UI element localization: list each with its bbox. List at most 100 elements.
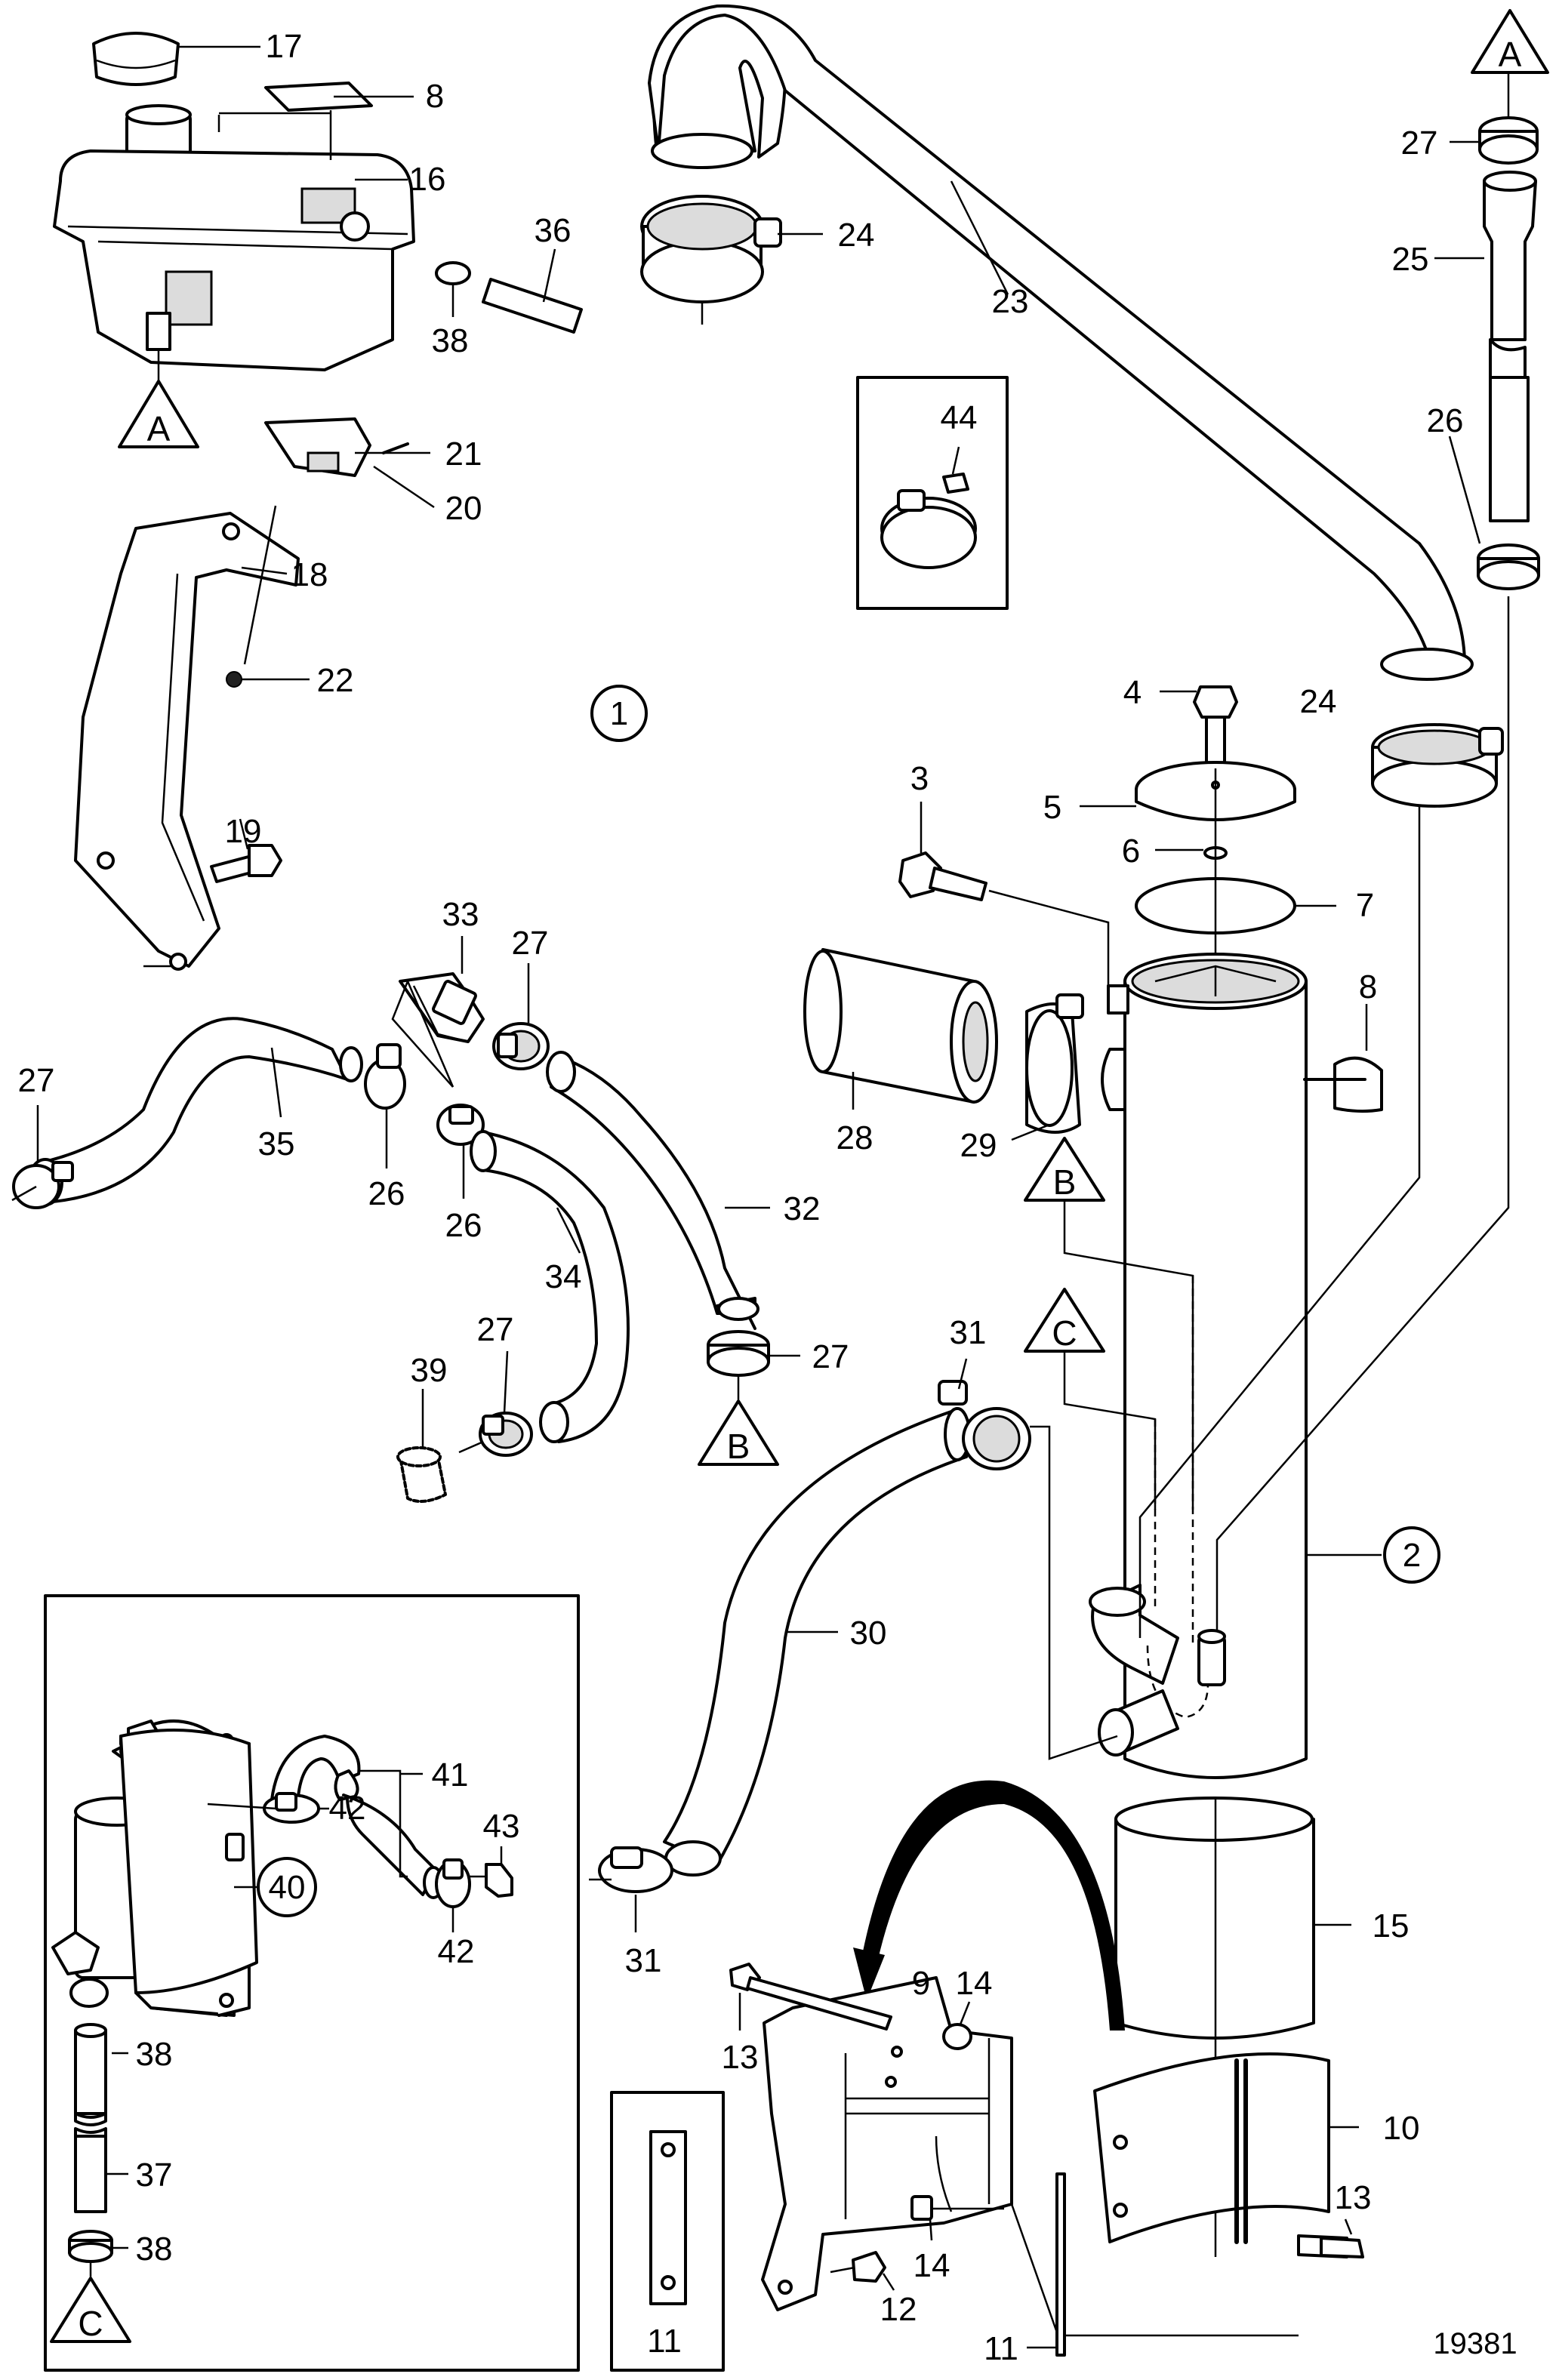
label-14-lower: 14 xyxy=(914,2247,950,2284)
assembly-arrow xyxy=(853,1780,1125,2031)
clamp-kit-box xyxy=(856,376,1009,610)
vent-hose xyxy=(1434,72,1540,590)
label-21: 21 xyxy=(445,436,482,473)
label-26-center: 26 xyxy=(445,1207,482,1244)
guide-line-1 xyxy=(1138,845,1421,1638)
label-5: 5 xyxy=(1043,789,1061,826)
label-34: 34 xyxy=(545,1258,582,1295)
label-30: 30 xyxy=(850,1615,887,1652)
connector-b-label: B xyxy=(727,1427,750,1466)
label-23: 23 xyxy=(992,283,1029,320)
pipe-body xyxy=(1123,980,1308,1779)
connector-a-top-right: A xyxy=(1471,9,1549,74)
label-38-tank: 38 xyxy=(432,322,469,359)
connector-c-pipe xyxy=(1063,1350,1157,1608)
label-27-center: 27 xyxy=(512,925,549,962)
tank-outlet xyxy=(146,312,171,351)
hose-34-body xyxy=(482,1131,630,1443)
label-12: 12 xyxy=(880,2291,917,2328)
upper-hose xyxy=(648,4,1474,681)
fitting-33 xyxy=(391,936,485,1088)
label-11: 11 xyxy=(984,2330,1018,2367)
mounting-bracket xyxy=(74,417,435,971)
upper-hose-clamp xyxy=(640,195,823,325)
label-3: 3 xyxy=(910,760,929,797)
label-44: 44 xyxy=(941,399,978,436)
plug-39 xyxy=(396,1389,447,1503)
label-16: 16 xyxy=(409,161,446,198)
clamp-27-lower xyxy=(458,1350,533,1457)
guide-line-2 xyxy=(1215,596,1510,1630)
main-pipe xyxy=(803,685,1383,1779)
mounting-strap xyxy=(1093,2052,1364,2258)
vent-hose-upper xyxy=(1483,180,1537,341)
connector-b-hose: B xyxy=(698,1399,779,1466)
label-42-upper: 42 xyxy=(329,1790,366,1827)
clamp-26-center xyxy=(436,1104,485,1199)
label-28: 28 xyxy=(836,1119,873,1156)
label-36: 36 xyxy=(535,212,572,249)
label-22: 22 xyxy=(317,662,354,699)
hose-35 xyxy=(11,1017,363,1209)
hose-30 xyxy=(589,1358,1118,1932)
label-39: 39 xyxy=(411,1352,448,1389)
clamp-27-right xyxy=(707,1330,800,1399)
nut-14-upper xyxy=(942,2023,972,2050)
label-40-circle xyxy=(257,1857,317,1917)
expansion-tank xyxy=(53,32,583,381)
pump-connector xyxy=(51,1931,100,1975)
label-9: 9 xyxy=(912,1965,930,2002)
connector-b-pipe xyxy=(1063,1199,1194,1646)
tank-hose-clamp xyxy=(435,261,471,285)
label-42-lower: 42 xyxy=(438,1933,475,1970)
hose-30-body xyxy=(663,1410,968,1866)
vent-hose-lower xyxy=(1489,376,1530,522)
label-7: 7 xyxy=(1356,887,1374,924)
label-27-left: 27 xyxy=(18,1062,55,1099)
label-13-left: 13 xyxy=(722,2039,759,2076)
hose-35-body xyxy=(40,1017,349,1203)
label-14-upper: 14 xyxy=(956,1965,993,2002)
bracket-9-body xyxy=(761,1976,1013,2311)
pump-hose-41-bottom xyxy=(342,1793,438,1896)
bracket-plate xyxy=(264,417,371,477)
label-26-right: 26 xyxy=(1427,402,1464,439)
tank-hose xyxy=(482,278,583,334)
label-43: 43 xyxy=(483,1808,520,1845)
connector-c-label: C xyxy=(78,2304,103,2343)
gasket-box xyxy=(610,2091,725,2372)
label-11-box: 11 xyxy=(647,2323,682,2360)
label-27-lower: 27 xyxy=(477,1311,514,1348)
label-31-bottom: 31 xyxy=(625,1942,662,1979)
pump-hose-upper xyxy=(74,2029,107,2115)
label-10: 10 xyxy=(1383,2110,1420,2147)
filler-cap xyxy=(92,32,180,86)
clamp-26-left xyxy=(364,1043,406,1168)
label-38-pump-upper: 38 xyxy=(136,2036,173,2073)
hose-34 xyxy=(470,1130,630,1443)
label-29: 29 xyxy=(960,1127,997,1164)
screw-12 xyxy=(852,2251,886,2283)
pipe-sticker xyxy=(1333,1056,1383,1113)
connector-b-label: B xyxy=(1053,1162,1077,1202)
connector-b-pipe-tri: B xyxy=(1024,1137,1105,1202)
hose-32 xyxy=(546,1051,770,1330)
pipe-sleeve xyxy=(1114,1797,1351,2257)
label-31-top: 31 xyxy=(950,1314,987,1351)
clamp-27-center xyxy=(492,963,550,1070)
label-33: 33 xyxy=(442,896,479,933)
label-19: 19 xyxy=(225,813,262,850)
connector-a-tank: A xyxy=(118,380,199,448)
label-6: 6 xyxy=(1122,833,1140,870)
label-4: 4 xyxy=(1123,674,1142,711)
assembly-1-circle xyxy=(590,685,648,742)
tank-level-mark xyxy=(165,270,213,326)
label-15: 15 xyxy=(1373,1907,1410,1944)
connector-a-label: A xyxy=(147,409,171,448)
label-13-right: 13 xyxy=(1335,2179,1372,2216)
label-35: 35 xyxy=(258,1125,295,1162)
label-38-pump-lower: 38 xyxy=(136,2231,173,2268)
label-20: 20 xyxy=(445,490,482,527)
pump-box xyxy=(44,1594,580,2372)
